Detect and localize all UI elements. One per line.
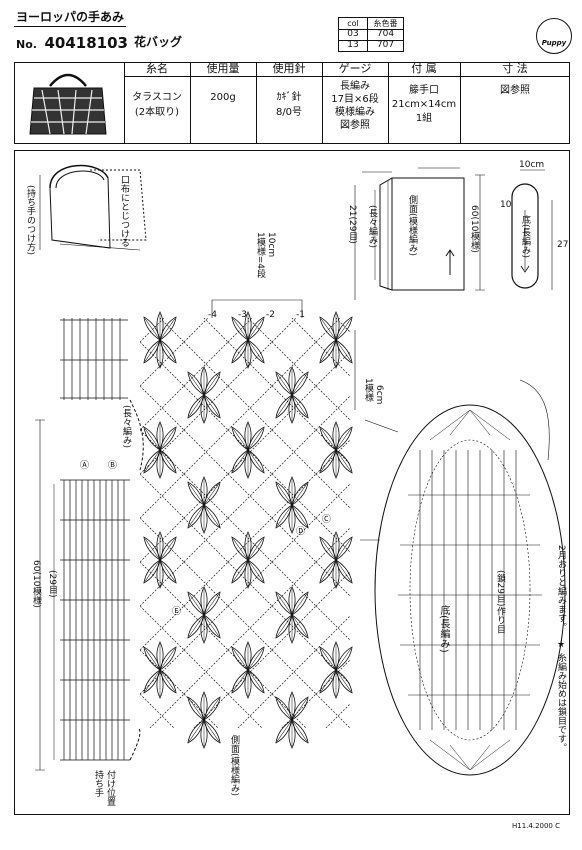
needle-type: ｶｷﾞ針 [276,92,302,103]
color-cell: 13 [339,40,368,51]
bottom-side-label: 側面(模様編み) [229,735,239,797]
spec-header: 使用量 [206,62,240,76]
method-note: 2月おりと編みます。 [556,545,566,632]
side-chain-label: (長々編み) [121,405,131,449]
spec-yarn: タラスコン (2本取り) [124,90,190,120]
spec-dimension: 図参照 [460,84,570,98]
gauge-count: 17目×6段 [331,94,379,105]
spec-header: 糸名 [146,62,168,76]
product-number: No. 40418103 [16,34,128,52]
handle-note-label: 口布にとじつける [119,175,129,247]
spec-divider [190,62,191,144]
color-col-header: col [339,18,368,30]
accessory-qty: 1組 [415,113,433,124]
needle-size: 8/0号 [275,107,303,118]
sewing-label: (長々編み) [367,205,377,249]
logo-text: Puppy [541,39,567,47]
gauge-ref: 図参照 [340,120,370,131]
series-underline [14,26,126,27]
color-cell: 707 [376,40,395,50]
color-table: col 糸色番 03 704 13 707 [338,17,404,52]
color-cell: 704 [367,29,404,41]
no-value: 40418103 [44,34,128,52]
marker-b: Ⓑ [108,461,118,471]
spec-divider [388,62,389,144]
spec-accessory: 籐手口 21cm×14cm 1組 [388,84,460,126]
marker-d: Ⓓ [296,527,306,537]
bag-thumbnail [20,66,116,138]
gauge-pattern: 模様編み [335,107,375,118]
spec-needle: ｶｷﾞ針 8/0号 [256,90,322,120]
spec-divider [256,62,257,144]
spec-header: 付 属 [411,62,437,76]
spec-divider [460,62,461,144]
color-cell: 03 [339,29,368,41]
left-count-label: (29目) [47,570,57,598]
row-number: -4 [208,310,217,320]
handle-position-label: (持ち手のつけ方) [25,185,35,256]
product-title: 花バッグ [134,35,183,49]
spec-divider [322,62,323,144]
gauge-stitch: 長編み [340,81,370,92]
color-num-header: 糸色番 [367,18,404,30]
pattern-width-label: 6cm [374,385,384,405]
base-label: 底(長編み) [438,605,449,653]
handle-attach-label-2: 付け位置 [105,770,115,806]
spec-gauge: 長編み 17目×6段 模様編み 図参照 [322,80,388,132]
spec-header: 寸 法 [502,62,528,76]
left-width-label: 60(10模様) [31,560,41,608]
spec-table [14,62,570,144]
marker-e: Ⓔ [172,607,182,617]
puppy-logo: Puppy [536,18,572,54]
yarn-strands: (2本取り) [134,107,180,118]
spec-header-line [124,76,570,77]
side-label-top: 側面(模様編み) [407,195,417,257]
row-number: -2 [266,310,275,320]
bottom-label-top: 底(長編み) [520,215,530,259]
handle-attach-label-1: 持ち手 [93,770,103,797]
diagram-frame [14,150,570,815]
footer-code: H11.4.2000 C [512,822,561,830]
pattern-repeat-label: 1模様=4段 [255,232,265,278]
bottom-count-label: 10 [500,200,512,210]
bottom-height-label: 10cm [519,160,545,170]
side-width-label: 60(10模様) [469,205,479,253]
no-label: No. [16,38,37,51]
marker-a: Ⓐ [80,461,90,471]
series-title: ヨーロッパの手あみ [16,10,125,24]
amount-value: 200g [210,92,236,103]
pattern-height-label: 10cm [266,232,276,258]
row-number: -1 [296,310,305,320]
dimension-ref: 図参照 [500,85,530,96]
spec-header: ゲージ [338,62,372,76]
base-count-label: (鎖29目)作り目 [495,570,505,634]
marker-c: Ⓒ [322,515,332,525]
yarn-name: タラスコン [132,92,182,103]
side-count-label: 21(29目) [347,205,357,244]
spec-amount: 200g [190,90,256,105]
spec-header: 使用針 [272,62,306,76]
row-number: -3 [238,310,247,320]
start-note: ★ 糸編み始めは鎖目です。 [556,640,566,752]
pattern-unit-label: 1模様 [363,378,373,402]
accessory-name: 籐手口 [409,85,439,96]
spec-divider [124,62,125,144]
accessory-size: 21cm×14cm [391,99,457,110]
bottom-width-label: 27 [557,240,569,250]
